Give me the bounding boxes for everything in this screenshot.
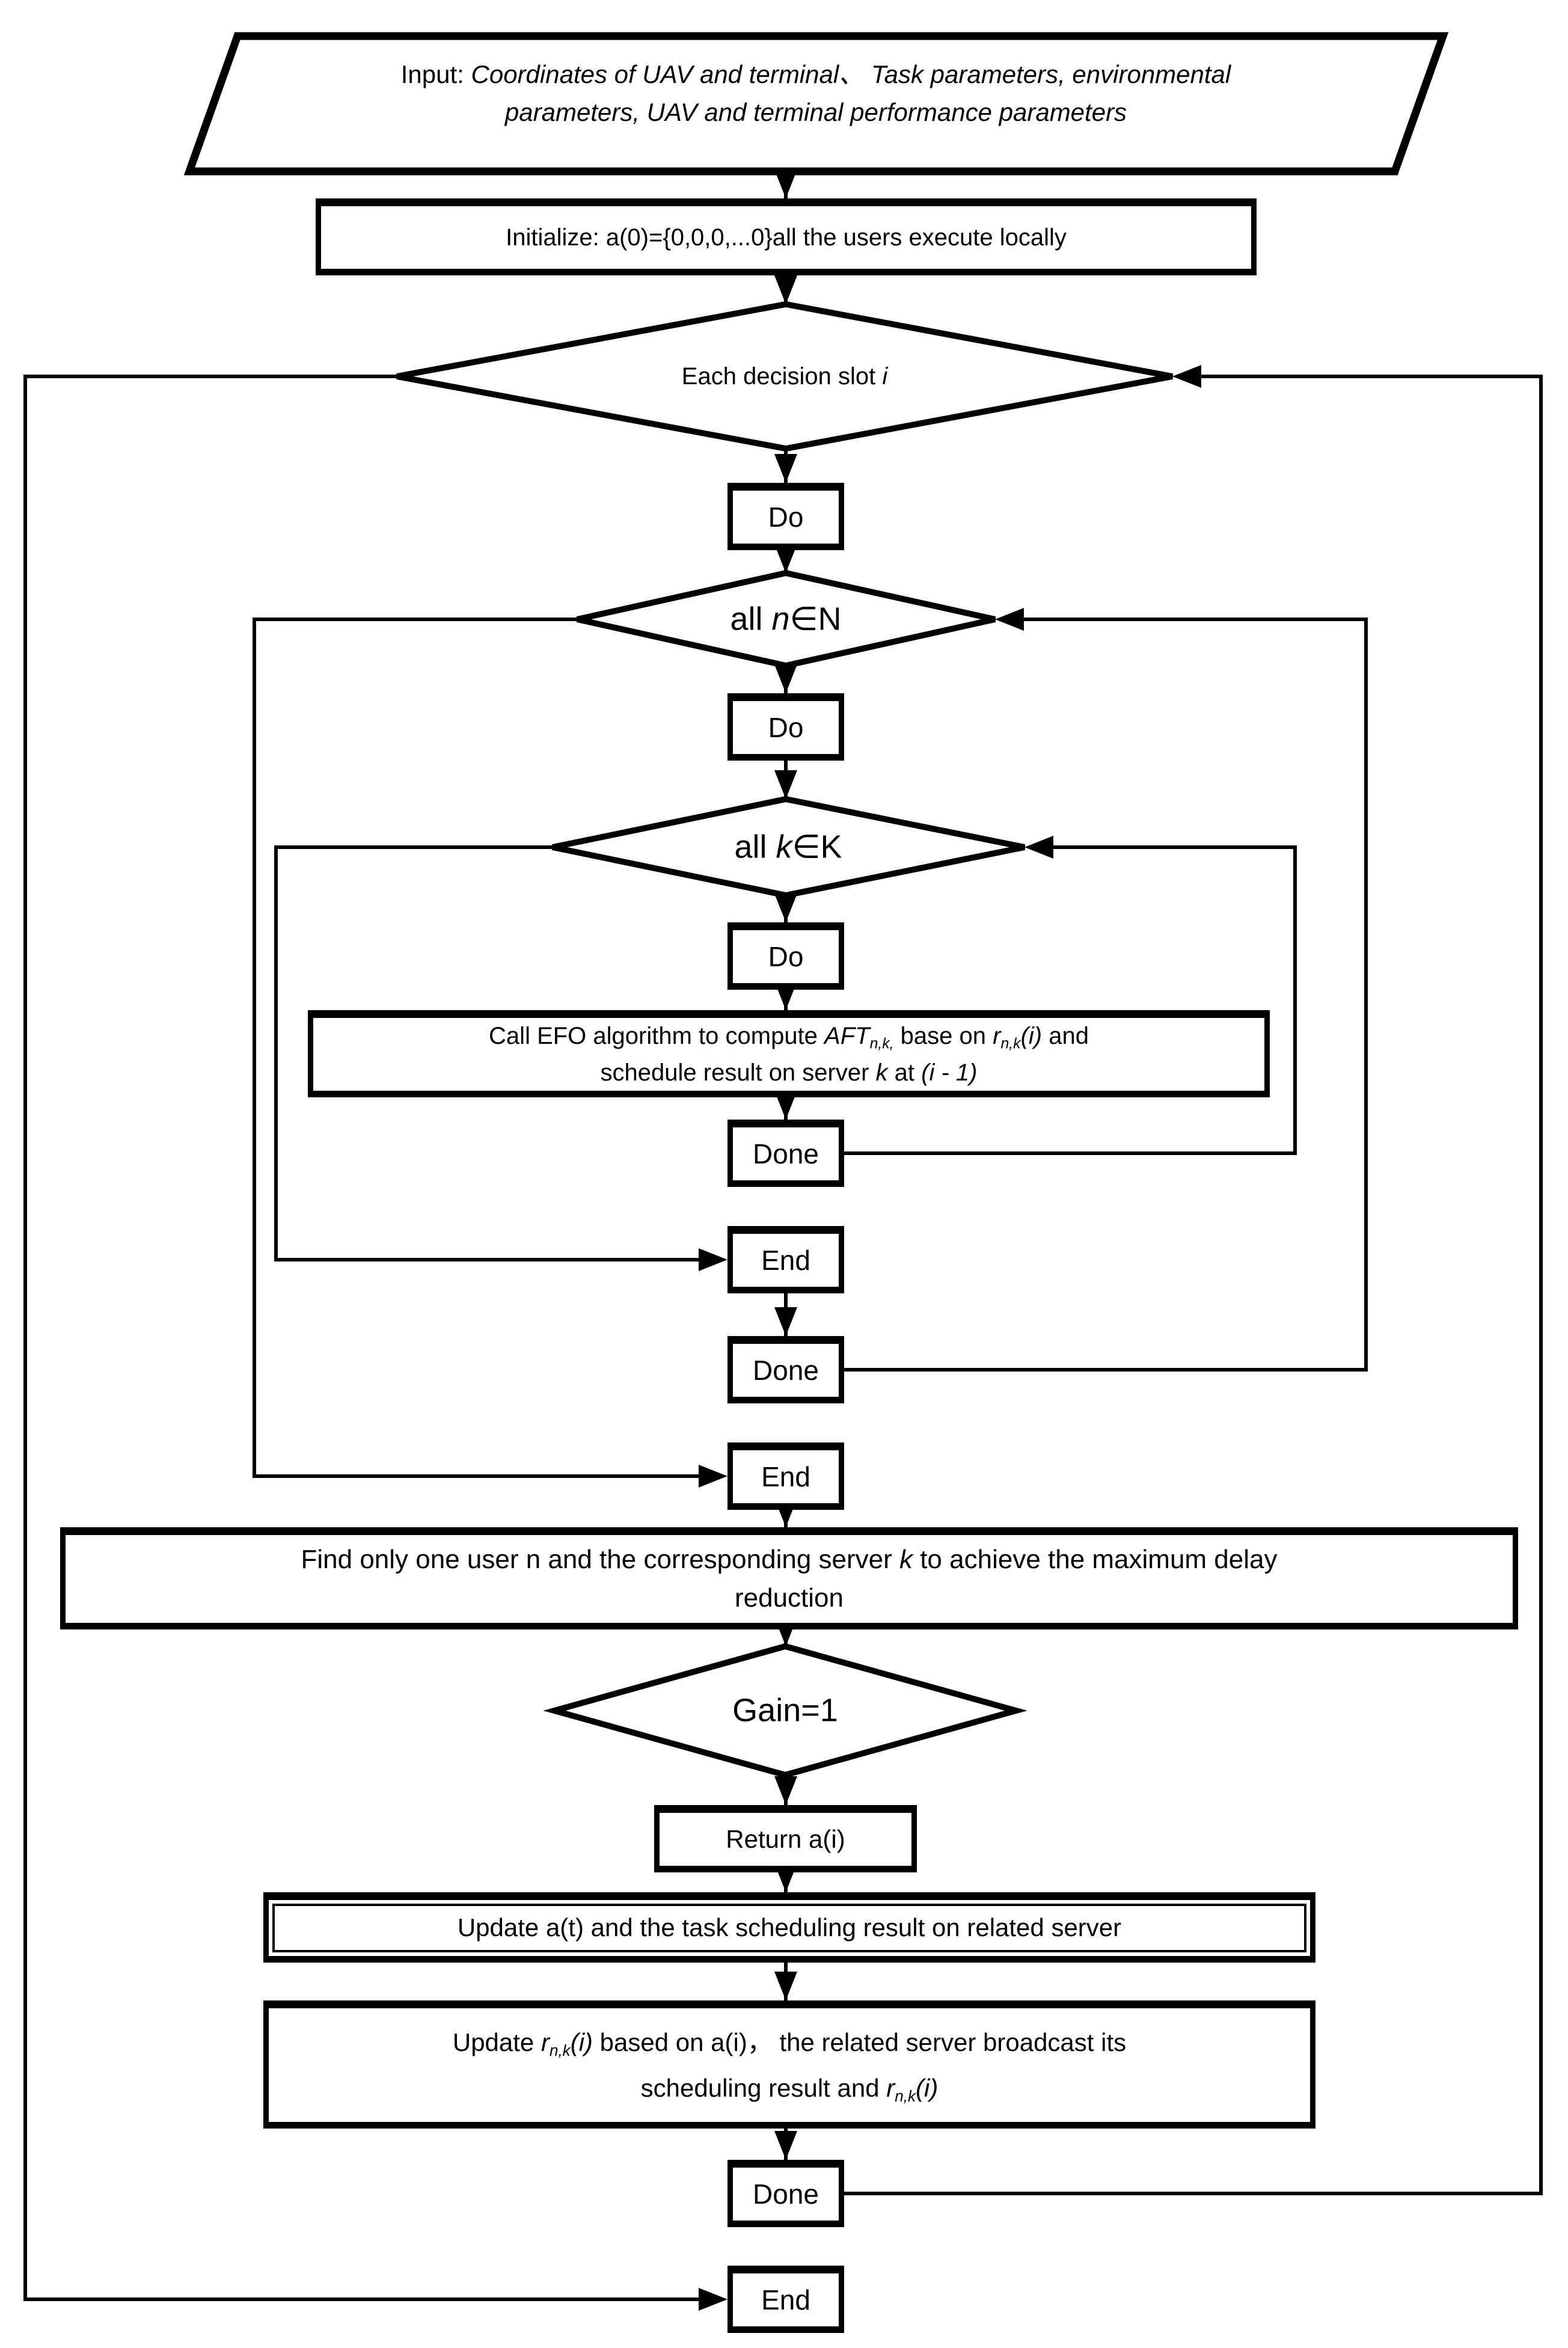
input-node-label: Input: Coordinates of UAV and terminal、 …	[400, 60, 1231, 126]
done-box-3: Done	[727, 2160, 844, 2227]
end-box-3-label: End	[761, 2284, 810, 2316]
initialize-label: Initialize: a(0)={0,0,0,...0}all the use…	[506, 224, 1067, 251]
arrowhead-into-update-r	[774, 1972, 797, 2000]
arrowhead-into-all-n	[995, 608, 1024, 631]
initialize-box: Initialize: a(0)={0,0,0,...0}all the use…	[316, 198, 1257, 275]
update-a-label: Update a(t) and the task scheduling resu…	[457, 1913, 1122, 1942]
gain-diamond-shape	[543, 1643, 1027, 1779]
arrowhead-into-end3	[699, 2288, 727, 2311]
all-n-diamond-shape	[576, 569, 996, 669]
do-box-2: Do	[727, 693, 844, 761]
end-box-1-label: End	[761, 1244, 810, 1276]
done-box-2-label: Done	[753, 1354, 819, 1386]
arrowhead-into-decision-slot	[1172, 365, 1201, 388]
arrowhead-into-decision-slot-top	[774, 275, 797, 304]
done-box-1: Done	[727, 1120, 844, 1187]
all-n-label: all n∈N	[730, 601, 842, 637]
do-box-1: Do	[727, 483, 844, 550]
find-max-delay-label: Find only one user n and the correspondi…	[301, 1545, 1278, 1613]
arrowhead-into-done2	[774, 1307, 797, 1336]
arrowhead-into-end2	[699, 1465, 727, 1488]
return-box: Return a(i)	[654, 1805, 917, 1872]
done-box-2: Done	[727, 1336, 844, 1403]
end-box-2-label: End	[761, 1461, 810, 1492]
decision-slot-diamond-shape	[396, 301, 1173, 452]
update-r-label: Update rn,k(i) based on a(i)， the relate…	[452, 2028, 1127, 2105]
edge-decision-slot-to-end3	[23, 375, 702, 2301]
input-parallelogram-shape	[183, 32, 1449, 176]
edge-done3-to-decision-slot	[844, 375, 1543, 2195]
do-box-3-label: Do	[768, 940, 804, 972]
end-box-3: End	[727, 2266, 844, 2333]
do-box-2-label: Do	[768, 711, 804, 743]
arrowhead-into-done3	[774, 2131, 797, 2160]
call-efo-box: Call EFO algorithm to compute AFTn,k, ba…	[308, 1010, 1270, 1097]
edge-all-k-to-end1	[274, 845, 702, 1261]
call-efo-label: Call EFO algorithm to compute AFTn,k, ba…	[489, 1023, 1089, 1086]
arrowhead-into-done1	[774, 1091, 797, 1120]
arrowhead-into-all-k-top	[774, 770, 797, 799]
all-k-label: all k∈K	[734, 829, 842, 865]
end-box-1: End	[727, 1226, 844, 1293]
do-box-1-label: Do	[768, 501, 804, 533]
arrowhead-into-all-k	[1024, 836, 1053, 859]
arrowhead-into-do1	[774, 454, 797, 483]
arrowhead-into-end1	[699, 1248, 727, 1271]
decision-slot-label: Each decision slot i	[681, 363, 888, 390]
update-a-box: Update a(t) and the task scheduling resu…	[263, 1892, 1315, 1963]
return-label: Return a(i)	[726, 1824, 845, 1853]
gain-label-text: Gain=1	[732, 1692, 838, 1729]
arrowhead-into-return	[774, 1776, 797, 1805]
done-box-3-label: Done	[753, 2178, 819, 2210]
update-r-box: Update rn,k(i) based on a(i)， the relate…	[263, 2000, 1315, 2129]
all-k-diamond-shape	[551, 795, 1025, 899]
edge-done1-to-all-k	[844, 845, 1297, 1155]
find-max-delay-box: Find only one user n and the correspondi…	[60, 1527, 1518, 1629]
arrowhead-into-all-n-top	[774, 544, 797, 573]
end-box-2: End	[727, 1442, 844, 1510]
arrowhead-into-initialize	[774, 170, 797, 198]
edge-all-n-to-end2	[253, 618, 702, 1478]
arrowhead-into-do3	[774, 894, 797, 922]
done-box-1-label: Done	[753, 1138, 819, 1169]
gain-label: Gain=1	[732, 1687, 838, 1735]
do-box-3: Do	[727, 922, 844, 990]
edge-done2-to-all-n	[844, 618, 1368, 1372]
arrowhead-into-do2	[774, 664, 797, 693]
